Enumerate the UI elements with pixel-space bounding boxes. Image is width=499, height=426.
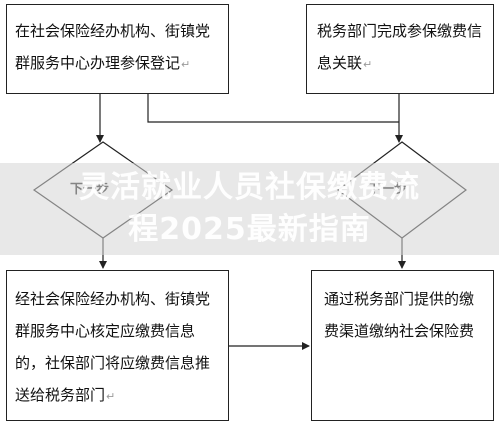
right-decision-label: 下一步 [368, 182, 408, 197]
paragraph-mark-icon: ↵ [363, 58, 373, 71]
step-register-text: 在社会保险经办机构、街镇党群服务中心办理参保登记 [15, 22, 211, 72]
left-decision-label: 下一步 [70, 182, 110, 197]
step-pay-box: 通过税务部门提供的缴费渠道缴纳社会保险费 [311, 270, 494, 421]
step-pay-text: 通过税务部门提供的缴费渠道缴纳社会保险费 [324, 290, 475, 340]
paragraph-mark-icon: ↵ [181, 58, 191, 71]
step-verify-push-box: 经社会保险经办机构、街镇党群服务中心核定应缴费信息的，社保部门将应缴费信息推送给… [6, 270, 229, 421]
step-register-box: 在社会保险经办机构、街镇党群服务中心办理参保登记↵ [6, 4, 229, 94]
connector-left-to-right-path [147, 94, 399, 123]
step-verify-push-text: 经社会保险经办机构、街镇党群服务中心核定应缴费信息的，社保部门将应缴费信息推送给… [15, 290, 211, 404]
paragraph-mark-icon: ↵ [106, 390, 116, 403]
step-tax-link-text: 税务部门完成参保缴费信息关联 [317, 22, 483, 72]
step-tax-link-box: 税务部门完成参保缴费信息关联↵ [306, 4, 494, 94]
